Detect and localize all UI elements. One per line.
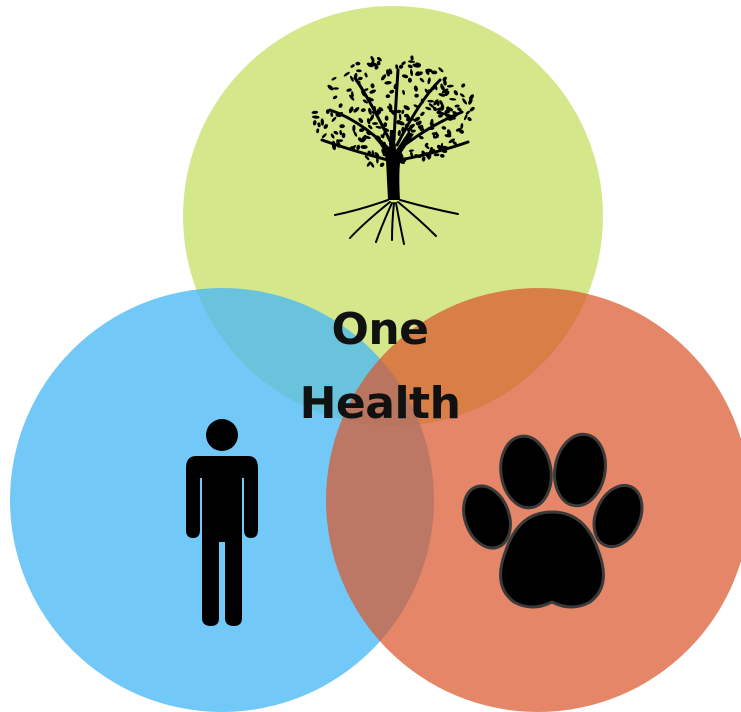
title-line-one: One — [230, 304, 530, 356]
title-line-health: Health — [230, 378, 530, 430]
tree-leaf — [333, 87, 339, 90]
tree-leaf — [404, 114, 409, 118]
tree-leaf — [342, 133, 346, 139]
